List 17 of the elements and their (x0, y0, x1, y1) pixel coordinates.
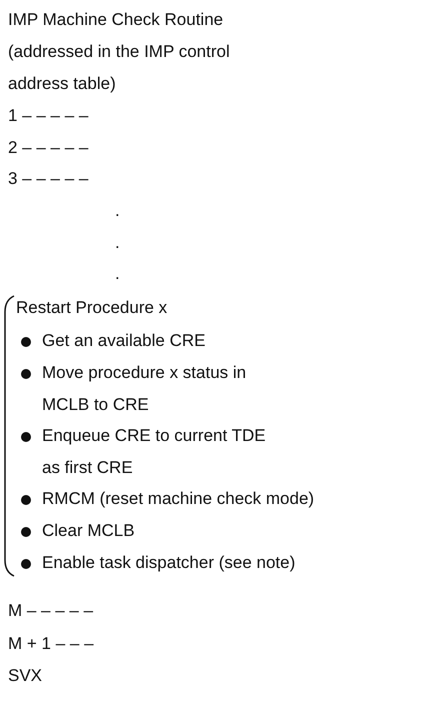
ellipsis-dot: . (115, 263, 121, 285)
bullet-item: Enqueue CRE to current TDE as first CRE (42, 425, 267, 479)
code-line: 2 – – – – – (8, 137, 90, 159)
bullet-item: RMCM (reset machine check mode) (42, 488, 316, 510)
code-line: M + 1 – – – (8, 633, 95, 655)
bullet-item: Clear MCLB (42, 520, 136, 542)
procedure-heading: Restart Procedure x (16, 297, 168, 319)
bullet-item: Enable task dispatcher (see note) (42, 552, 296, 574)
code-line: 3 – – – – – (8, 168, 90, 190)
ellipsis-dot: . (115, 200, 121, 222)
code-line: SVX (8, 665, 44, 687)
heading: IMP Machine Check Routine (addressed in the IMP control address table) (8, 9, 231, 95)
code-line: 1 – – – – – (8, 105, 90, 127)
bullet-item: Move procedure x status in MCLB to CRE (42, 362, 248, 416)
bullet-item: Get an available CRE (42, 330, 206, 352)
code-line: M – – – – – (8, 600, 94, 622)
ellipsis-dot: . (115, 232, 121, 254)
